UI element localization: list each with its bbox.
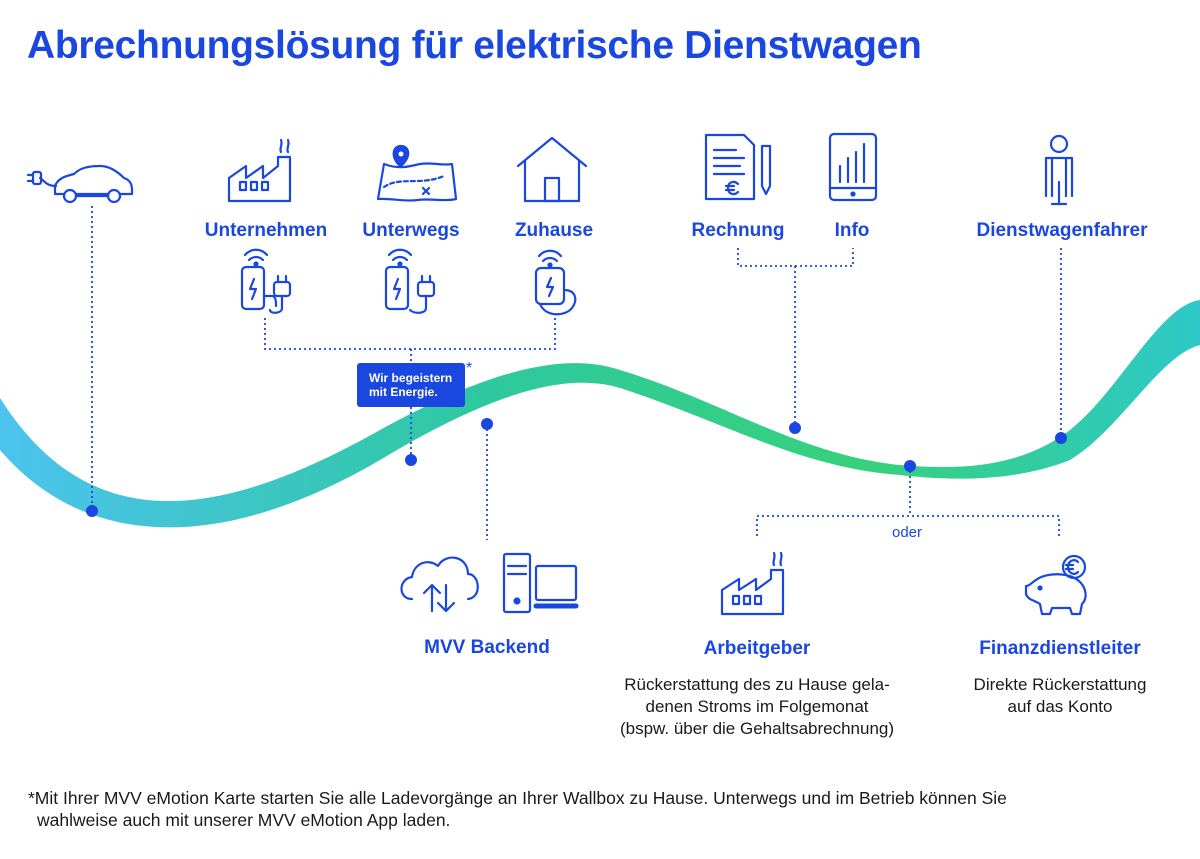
payout-bracket bbox=[756, 515, 1060, 536]
badge-line-2: mit Energie. bbox=[369, 385, 438, 399]
cloud-sync-icon bbox=[400, 556, 479, 613]
label-unternehmen: Unternehmen bbox=[204, 220, 328, 241]
map-icon bbox=[376, 144, 458, 202]
page-title: Abrechnungslösung für elektrische Dienst… bbox=[27, 24, 922, 67]
label-info: Info bbox=[834, 220, 870, 241]
label-finanzdienstleiter: Finanzdienstleiter bbox=[979, 638, 1141, 659]
label-arbeitgeber: Arbeitgeber bbox=[703, 638, 811, 659]
person-icon bbox=[1044, 134, 1074, 206]
wallbox-icon bbox=[240, 248, 292, 314]
piggy-bank-icon bbox=[1024, 554, 1087, 616]
factory-icon bbox=[720, 551, 785, 616]
label-dienstwagenfahrer: Dienstwagenfahrer bbox=[976, 220, 1148, 241]
finance-description: Direkte Rückerstattung auf das Konto bbox=[974, 674, 1147, 718]
node-charging bbox=[405, 454, 417, 466]
badge-asterisk: * bbox=[466, 360, 473, 377]
invoice-icon bbox=[704, 133, 772, 201]
server-icon bbox=[502, 552, 579, 614]
employer-desc-line-1: Rückerstattung des zu Hause gela- bbox=[624, 675, 890, 694]
footnote-line-2: wahlweise auch mit unserer MVV eMotion A… bbox=[37, 810, 451, 830]
node-payout bbox=[904, 460, 916, 472]
house-icon bbox=[516, 136, 588, 203]
finance-desc-line-2: auf das Konto bbox=[1007, 697, 1113, 716]
wallbox-icon bbox=[534, 249, 577, 316]
documents-bracket bbox=[737, 248, 854, 267]
badge-line-1: Wir begeistern bbox=[369, 371, 453, 385]
label-unterwegs: Unterwegs bbox=[362, 220, 460, 241]
node-driver bbox=[1055, 432, 1067, 444]
label-mvv-backend: MVV Backend bbox=[424, 637, 550, 658]
electric-car-icon bbox=[26, 164, 134, 204]
label-rechnung: Rechnung bbox=[691, 220, 785, 241]
footnote: *Mit Ihrer MVV eMotion Karte starten Sie… bbox=[28, 787, 1007, 831]
factory-icon bbox=[227, 138, 292, 203]
label-zuhause: Zuhause bbox=[514, 220, 594, 241]
footnote-line-1: *Mit Ihrer MVV eMotion Karte starten Sie… bbox=[28, 788, 1007, 808]
wallbox-icon bbox=[384, 248, 436, 314]
finance-desc-line-1: Direkte Rückerstattung bbox=[973, 675, 1147, 694]
node-documents bbox=[789, 422, 801, 434]
flow-ribbon bbox=[0, 300, 1200, 528]
employer-description: Rückerstattung des zu Hause gela- denen … bbox=[620, 674, 894, 740]
employer-desc-line-3: (bspw. über die Gehaltsabrechnung) bbox=[619, 719, 895, 738]
node-backend bbox=[481, 418, 493, 430]
employer-desc-line-2: denen Stroms im Folgemonat bbox=[645, 697, 869, 716]
node-car bbox=[86, 505, 98, 517]
or-label: oder bbox=[891, 524, 923, 541]
energy-badge: Wir begeistern mit Energie. bbox=[357, 363, 465, 407]
tablet-chart-icon bbox=[828, 132, 878, 202]
locations-bracket bbox=[264, 318, 556, 350]
